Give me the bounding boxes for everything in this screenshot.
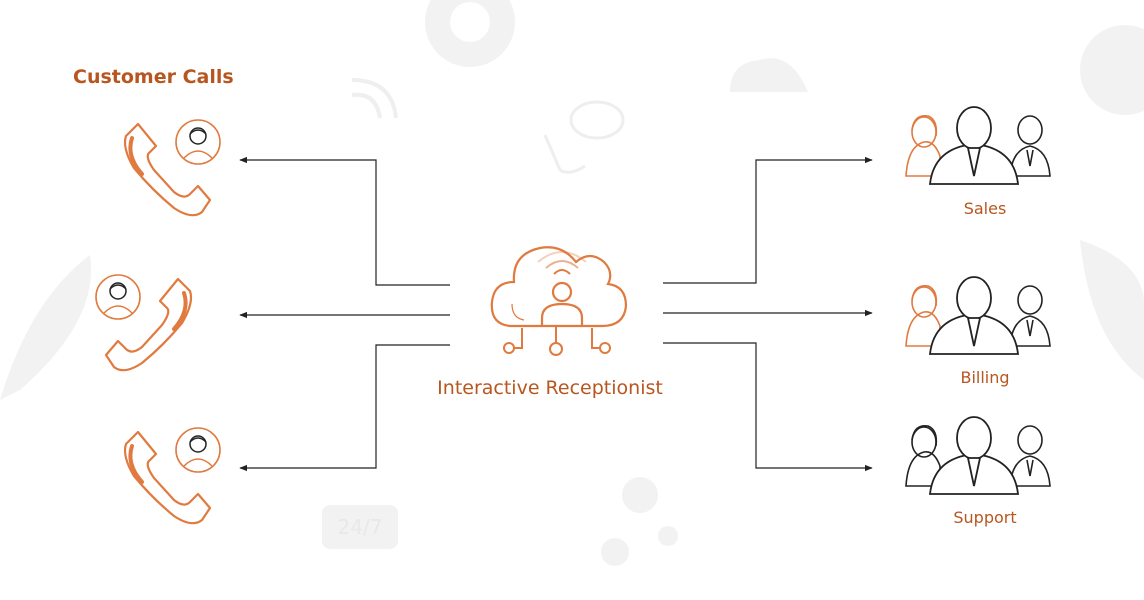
- customer-calls-title: Customer Calls: [73, 66, 234, 88]
- gear-watermark-icon: [1080, 25, 1144, 115]
- phone-with-customer-icon: [94, 273, 193, 373]
- cloud-receptionist-icon: [490, 246, 628, 356]
- hours-watermark: [322, 505, 398, 549]
- phone-with-customer-icon: [123, 118, 222, 218]
- connector-support: [663, 342, 873, 472]
- share-watermark-icon: [622, 477, 658, 513]
- cloud-watermark-icon: [730, 58, 808, 92]
- background-watermarks: [0, 0, 1144, 566]
- department-label-sales: Sales: [963, 199, 1007, 218]
- hours-watermark-text: 24/7: [338, 515, 383, 539]
- team-icon: [905, 416, 1051, 495]
- department-label-support: Support: [953, 508, 1017, 527]
- phone-with-customer-icon: [123, 426, 222, 526]
- leaf-watermark-icon: [0, 255, 92, 400]
- connector-call-1: [239, 156, 450, 286]
- team-icon: [905, 276, 1051, 355]
- leaf-watermark-icon: [1080, 240, 1144, 380]
- chat-watermark-icon: [543, 100, 625, 174]
- department-label-billing: Billing: [960, 368, 1010, 387]
- wifi-watermark-icon: [351, 78, 398, 119]
- team-icon: [905, 106, 1051, 185]
- receptionist-label: Interactive Receptionist: [437, 377, 663, 399]
- connectors-right: [663, 156, 873, 472]
- connector-call-3: [239, 344, 450, 472]
- connector-sales: [663, 156, 873, 284]
- connectors-left: [239, 156, 450, 472]
